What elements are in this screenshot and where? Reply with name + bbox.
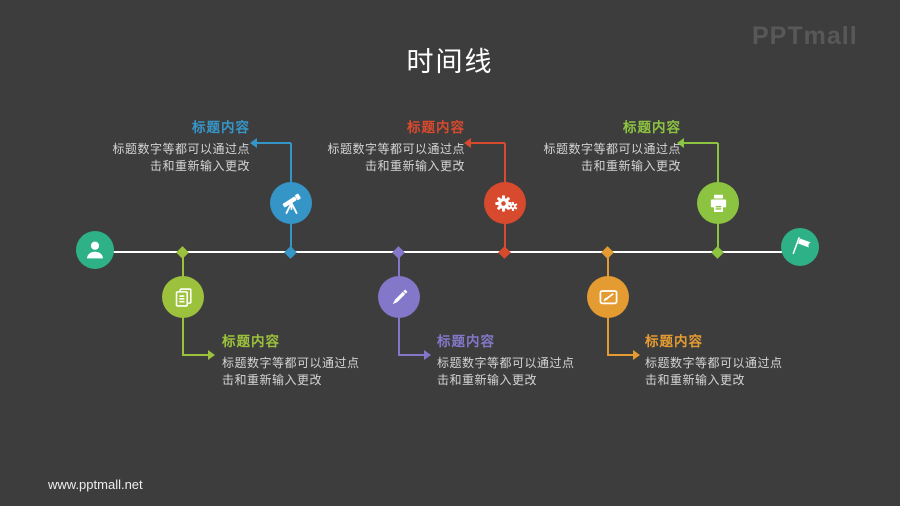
milestone-node xyxy=(697,182,739,224)
timeline-diamond xyxy=(284,246,297,259)
milestone-callout: 标题内容 标题数字等都可以通过点 击和重新输入更改 xyxy=(90,116,250,175)
arrow-right-icon xyxy=(208,350,215,360)
brand-logo: PPTmall xyxy=(752,22,858,50)
timeline-diamond xyxy=(601,246,614,259)
site-url: www.pptmall.net xyxy=(48,477,143,492)
milestone-node xyxy=(587,276,629,318)
timeline-start-node xyxy=(76,231,114,269)
timeline-diamond xyxy=(498,246,511,259)
milestone-callout: 标题内容 标题数字等都可以通过点 击和重新输入更改 xyxy=(521,116,681,175)
callout-desc: 标题数字等都可以通过点 击和重新输入更改 xyxy=(437,356,575,387)
callout-title: 标题内容 xyxy=(437,334,495,349)
milestone-callout: 标题内容 标题数字等都可以通过点 击和重新输入更改 xyxy=(645,330,815,389)
printer-icon xyxy=(710,194,726,212)
gears-icon xyxy=(494,194,517,212)
timeline-diamond xyxy=(176,246,189,259)
branch-line xyxy=(398,354,424,356)
pencil-icon xyxy=(392,289,407,304)
timeline-diamond xyxy=(711,246,724,259)
telescope-icon xyxy=(282,193,301,214)
callout-desc: 标题数字等都可以通过点 击和重新输入更改 xyxy=(543,142,681,173)
timeline-end-node xyxy=(781,228,819,266)
milestone-callout: 标题内容 标题数字等都可以通过点 击和重新输入更改 xyxy=(437,330,607,389)
callout-desc: 标题数字等都可以通过点 击和重新输入更改 xyxy=(222,356,360,387)
branch-line xyxy=(257,142,291,144)
callout-title: 标题内容 xyxy=(645,334,703,349)
arrow-left-icon xyxy=(677,138,684,148)
arrow-left-icon xyxy=(464,138,471,148)
arrow-left-icon xyxy=(250,138,257,148)
callout-title: 标题内容 xyxy=(222,334,280,349)
branch-line xyxy=(684,142,718,144)
milestone-callout: 标题内容 标题数字等都可以通过点 击和重新输入更改 xyxy=(305,116,465,175)
callout-desc: 标题数字等都可以通过点 击和重新输入更改 xyxy=(327,142,465,173)
milestone-node xyxy=(484,182,526,224)
timeline-axis xyxy=(95,251,802,253)
page-title: 时间线 xyxy=(406,47,494,77)
documents-icon xyxy=(175,287,192,307)
callout-title: 标题内容 xyxy=(192,120,250,135)
milestone-node xyxy=(162,276,204,318)
person-icon xyxy=(87,241,103,259)
milestone-node xyxy=(270,182,312,224)
callout-title: 标题内容 xyxy=(623,120,681,135)
arrow-right-icon xyxy=(424,350,431,360)
callout-desc: 标题数字等都可以通过点 击和重新输入更改 xyxy=(645,356,783,387)
timeline-diamond xyxy=(392,246,405,259)
milestone-node xyxy=(378,276,420,318)
callout-title: 标题内容 xyxy=(407,120,465,135)
callout-desc: 标题数字等都可以通过点 击和重新输入更改 xyxy=(112,142,250,173)
branch-line xyxy=(182,354,208,356)
arrow-right-icon xyxy=(633,350,640,360)
board-icon xyxy=(599,289,617,304)
milestone-callout: 标题内容 标题数字等都可以通过点 击和重新输入更改 xyxy=(222,330,392,389)
branch-line xyxy=(471,142,505,144)
flag-icon xyxy=(792,237,811,255)
branch-line xyxy=(607,354,633,356)
